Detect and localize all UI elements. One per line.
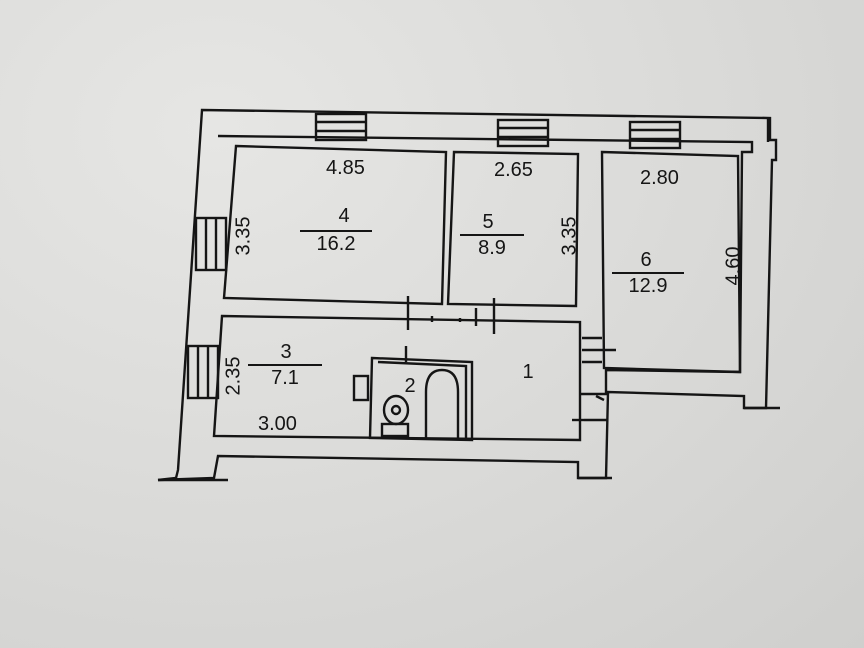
room-1-number: 1 — [522, 361, 534, 383]
window-left-1 — [194, 216, 228, 272]
room-3-width: 3.00 — [258, 413, 297, 435]
bathtub-symbol — [424, 368, 460, 438]
room-5-height: 3.35 — [558, 216, 581, 256]
window-top-1 — [314, 112, 368, 142]
room-2-outline — [368, 356, 474, 442]
room-5-width: 2.65 — [494, 159, 533, 181]
room-6-height: 4.60 — [722, 246, 745, 286]
sink-symbol — [352, 374, 370, 402]
room-5-number: 5 — [482, 211, 494, 233]
room-4-number: 4 — [338, 205, 350, 227]
room-5-area: 8.9 — [460, 234, 524, 258]
room-6-outline — [600, 150, 742, 374]
room-3-area: 7.1 — [248, 364, 322, 388]
room-4-width: 4.85 — [326, 157, 365, 179]
room-4-height: 3.35 — [232, 216, 255, 256]
room-3-height: 2.35 — [222, 356, 245, 396]
room-4-area: 16.2 — [300, 230, 372, 254]
room-4-outline — [222, 144, 448, 306]
toilet-symbol — [380, 394, 410, 438]
room-6-number: 6 — [640, 249, 652, 271]
room-6-width: 2.80 — [640, 167, 679, 189]
window-top-2 — [496, 118, 550, 148]
window-left-2 — [186, 344, 220, 400]
outer-wall-inner-line — [217, 134, 754, 396]
room-2-number: 2 — [404, 375, 416, 397]
window-top-3 — [628, 120, 682, 150]
room-5-outline — [446, 150, 580, 308]
room-6-area: 12.9 — [612, 272, 684, 296]
room-3-number: 3 — [280, 341, 292, 363]
